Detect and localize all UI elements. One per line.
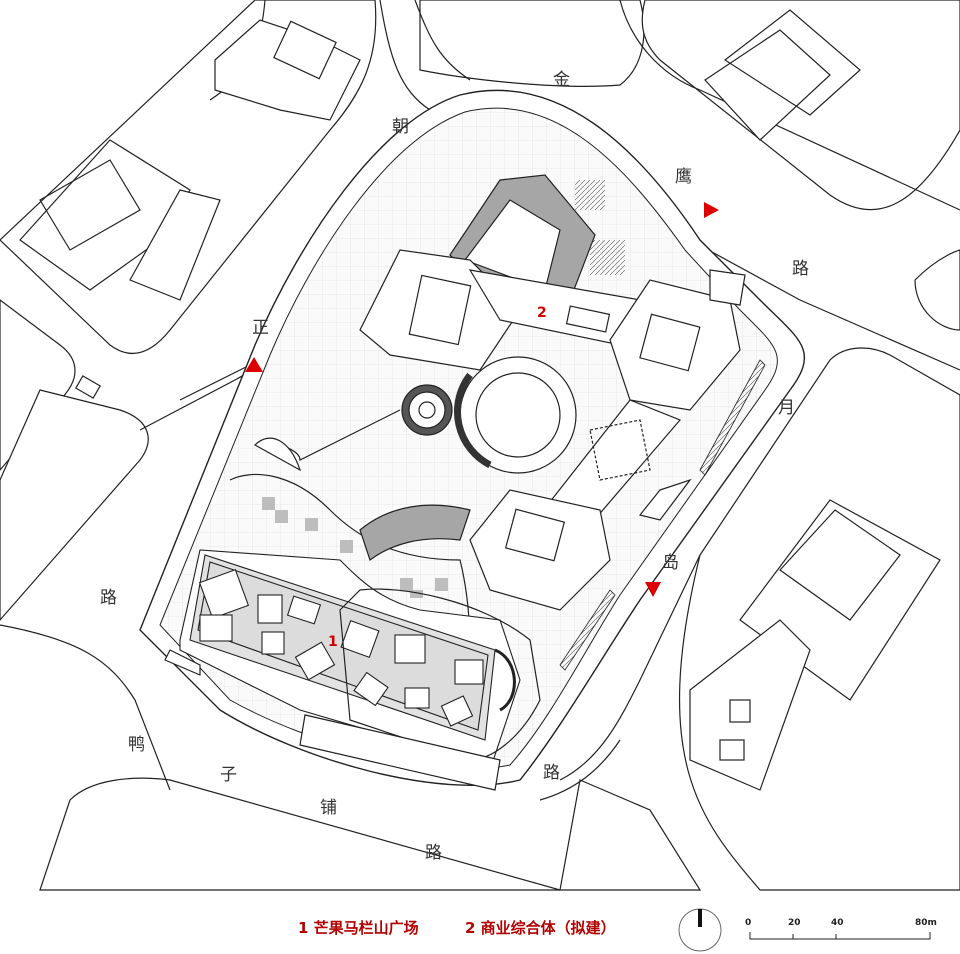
block-northeast	[641, 0, 960, 211]
scale-tick-20: 20	[788, 918, 801, 928]
scale-bar: 0 20 40 80m	[745, 918, 937, 940]
legend-item-2: 2 商业综合体（拟建）	[465, 919, 616, 937]
northeast-buildings	[704, 9, 861, 141]
block-west-lower	[0, 389, 149, 621]
entrance-triangle-icons	[245, 202, 719, 597]
block-north-center	[419, 0, 645, 87]
site-plan-map: 金 鹰 路 朝 正 路 月 岛 路 鸭 子 铺 路 1 2	[0, 0, 960, 891]
site-number-2: 2	[537, 305, 547, 321]
scale-tick-80: 80m	[915, 918, 937, 928]
block-south-right	[559, 779, 702, 891]
road-label-yazipu-2: 子	[220, 765, 237, 785]
road-label-yuedao-1: 月	[778, 398, 795, 418]
road-label-chaozheng-1: 朝	[392, 117, 409, 137]
road-label-yazipu-4: 路	[425, 843, 442, 863]
entrance-triangle-icon	[245, 357, 263, 372]
legend-item-1: 1 芒果马栏山广场	[298, 919, 419, 937]
block-east-upper	[914, 249, 960, 331]
scale-tick-0: 0	[745, 918, 751, 928]
scale-tick-40: 40	[831, 918, 844, 928]
road-label-jinying-2: 鹰	[675, 167, 692, 187]
road-label-jinying-1: 金	[553, 70, 570, 90]
site-number-1: 1	[328, 634, 338, 650]
road-label-jinying-3: 路	[792, 259, 809, 279]
central-plaza	[229, 356, 577, 651]
road-strips	[559, 359, 766, 671]
entrance-triangle-icon	[704, 202, 719, 218]
road-label-chaozheng-2: 正	[252, 318, 269, 338]
road-label-yuedao-3: 路	[543, 763, 560, 783]
road-label-yazipu-3: 铺	[320, 798, 337, 818]
paving-squares	[262, 497, 448, 598]
block-south	[39, 777, 561, 891]
north-arrow-icon	[678, 908, 722, 952]
entrance-triangle-icon	[645, 582, 661, 597]
site2-complex	[359, 174, 741, 611]
northwest-buildings	[19, 19, 361, 399]
road-label-chaozheng-3: 路	[100, 588, 117, 608]
east-buildings	[689, 499, 941, 791]
road-label-yuedao-2: 岛	[662, 553, 679, 573]
podium-blocks	[164, 269, 746, 791]
road-label-yazipu-1: 鸭	[128, 735, 145, 755]
road-labels: 金 鹰 路 朝 正 路 月 岛 路 鸭 子 铺 路	[100, 70, 809, 863]
